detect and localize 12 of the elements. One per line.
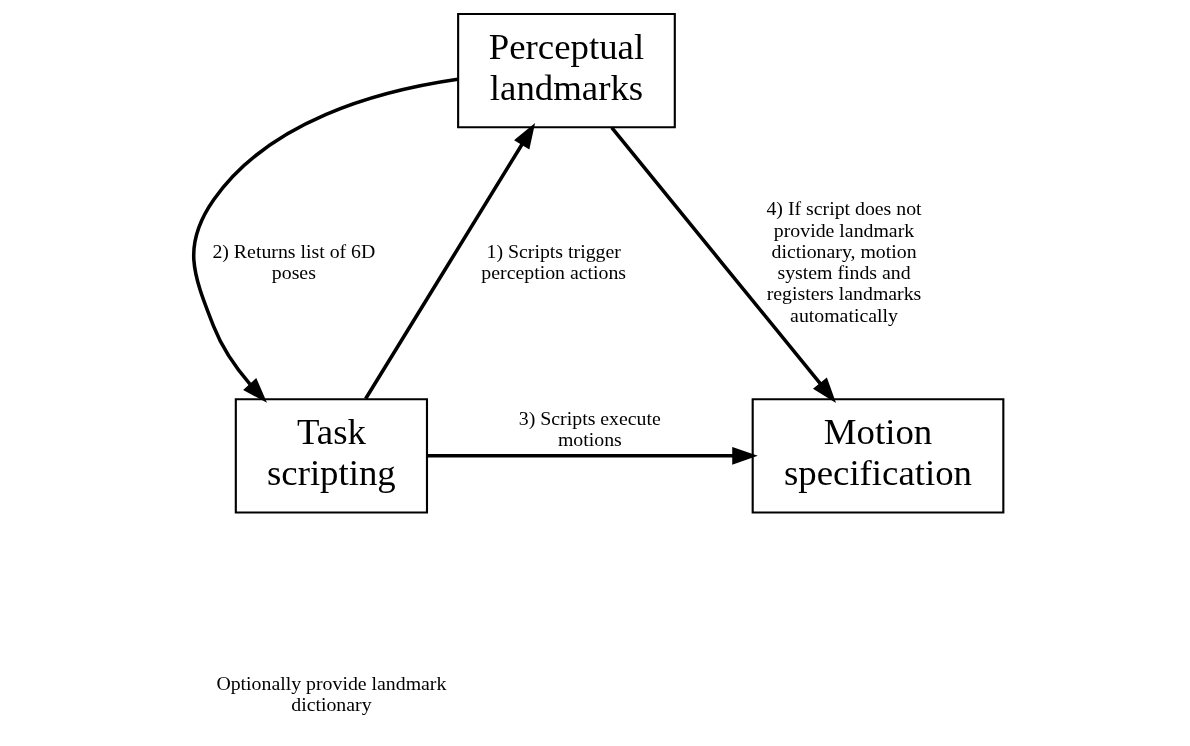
node-box: Motion specification <box>751 398 1004 514</box>
edge-label: 3) Scripts execute motions <box>518 406 661 451</box>
edge-label: 1) Scripts trigger perception actions <box>480 239 626 284</box>
arrow <box>426 446 758 465</box>
edge-label: 2) Returns list of 6D poses <box>211 239 375 284</box>
node-box: Task scripting <box>234 398 428 514</box>
node-box: Perceptual landmarks <box>456 12 676 129</box>
edge-label: 4) If script does not provide landmark dictionary, motion system finds and registers landmarks automatically <box>765 197 922 326</box>
arrow <box>363 123 535 400</box>
arrow <box>609 126 836 403</box>
label: Optionally provide landmark dictionary <box>215 671 446 716</box>
arrow <box>191 77 458 403</box>
